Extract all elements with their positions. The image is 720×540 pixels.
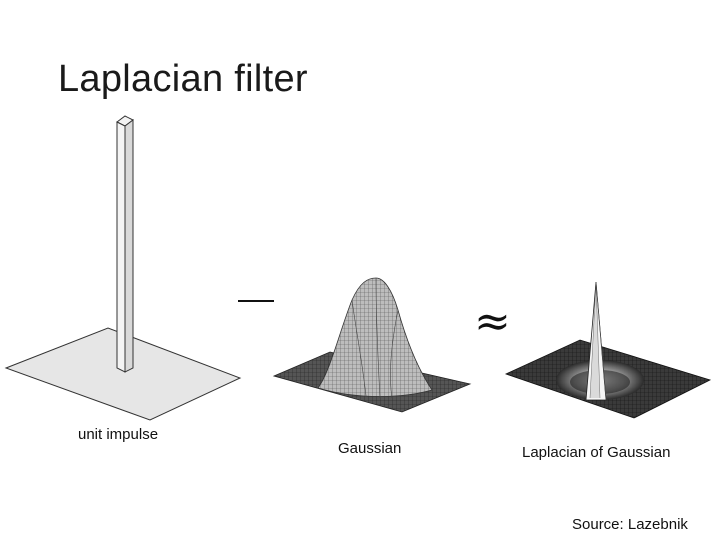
slide-title: Laplacian filter xyxy=(58,58,308,100)
label-unit-impulse: unit impulse xyxy=(78,426,159,443)
label-gaussian: Gaussian xyxy=(338,440,402,457)
source-credit: Source: Lazebnik xyxy=(572,516,688,533)
minus-operator xyxy=(238,300,274,302)
label-laplacian-of-gaussian: Laplacian of Gaussian xyxy=(522,444,671,461)
approx-operator: ≈ xyxy=(474,296,511,347)
